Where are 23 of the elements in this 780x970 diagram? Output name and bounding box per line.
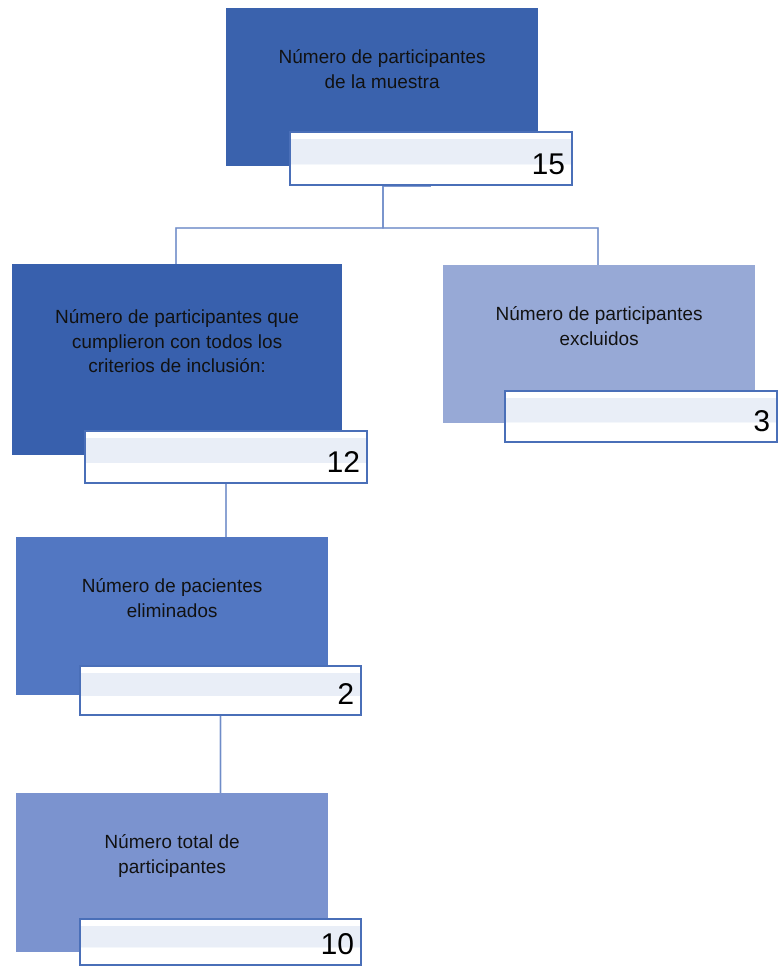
category-label: Número de participantes excluidos [494, 303, 704, 352]
count-box [289, 131, 573, 186]
count-box [504, 390, 778, 443]
connector-line [382, 185, 599, 265]
category-box [16, 793, 328, 918]
category-label: Número de participantes de la muestra [278, 46, 486, 95]
count-box [84, 430, 368, 484]
category-label: Número de participantes que cumplieron con todos los criterios de inclusión: [54, 306, 300, 380]
count-value: 3 [753, 407, 770, 437]
category-label: Número de pacientes eliminados [80, 575, 264, 624]
count-value: 10 [320, 930, 354, 960]
connector-line [225, 484, 227, 537]
count-value: 2 [337, 680, 354, 710]
category-box [12, 264, 342, 430]
category-label: Número total de participantes [103, 831, 241, 880]
category-box [443, 265, 755, 390]
category-box [226, 8, 538, 131]
count-value: 12 [326, 448, 360, 478]
count-value: 15 [532, 150, 565, 180]
count-box [79, 918, 362, 966]
connector-line [220, 716, 222, 793]
count-box [79, 665, 362, 716]
category-box [16, 537, 328, 665]
